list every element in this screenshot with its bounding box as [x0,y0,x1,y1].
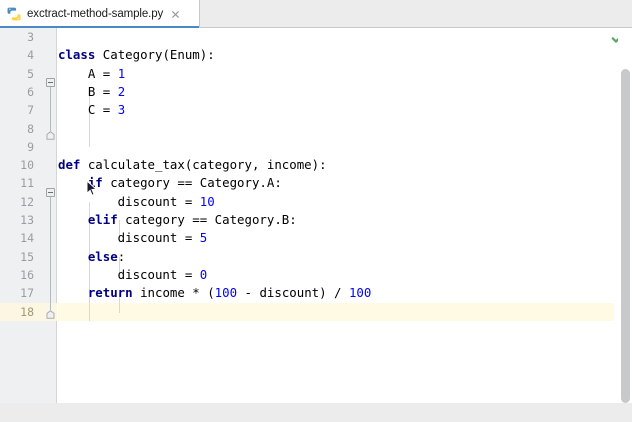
code-line-text: elif category == Category.B: [58,211,297,229]
plain-token: category == Category.A: [102,175,282,191]
line-number: 3 [27,30,34,44]
plain-token: - discount) / [237,285,349,301]
editor-scrollbar-track[interactable] [618,28,632,403]
number-token: 0 [199,266,208,282]
code-line-text: return income * (100 - discount) / 100 [58,284,372,302]
fold-toggle-function[interactable] [46,188,55,197]
plain-token: : [117,248,126,264]
line-number: 12 [20,194,34,209]
code-line[interactable]: 15 else: [0,248,632,266]
fold-region-end-function[interactable] [46,310,55,319]
line-number: 7 [27,103,34,118]
current-line-highlight [58,302,614,321]
fold-toggle-class[interactable] [46,78,55,87]
indent-guide [89,92,90,147]
number-token: 10 [199,193,215,209]
line-number: 16 [20,267,34,282]
plain-token: category == Category.B: [117,212,297,227]
number-token: 2 [117,83,126,99]
plain-token [58,175,88,190]
code-line[interactable]: 11 if category == Category.A: [0,174,632,192]
line-number: 17 [20,286,34,301]
number-token: 3 [117,102,126,118]
keyword-token: return [87,285,133,301]
editor-tab-label: exctract-method-sample.py [27,8,164,20]
editor-scrollbar-thumb[interactable] [621,69,630,403]
number-token: 100 [214,285,238,301]
code-line[interactable]: 12 discount = 10 [0,193,632,211]
number-token: 100 [348,285,372,301]
plain-token: income * ( [132,285,215,301]
number-token: 1 [117,65,126,81]
line-number: 9 [27,139,34,154]
line-number: 10 [20,158,34,173]
code-line[interactable]: 17 return income * (100 - discount) / 10… [0,284,632,302]
line-number: 18 [20,304,34,319]
plain-token [58,212,88,227]
code-line[interactable]: 4 class Category(Enum): [0,46,632,64]
indent-guide [119,257,120,277]
code-line[interactable]: 5 A = 1 [0,65,632,83]
line-number: 5 [27,66,34,81]
plain-token: B = [58,83,118,99]
indent-guide [89,202,90,321]
current-line-gutter-highlight [0,302,57,321]
code-line-text: B = 2 [58,83,125,101]
code-line-text: C = 3 [58,101,125,119]
editor-bottom-strip [0,403,632,422]
fold-region-end-class[interactable] [46,131,55,140]
line-number: 11 [20,176,34,191]
code-line[interactable]: 10 def calculate_tax(category, income): [0,156,632,174]
code-line[interactable]: 9 [0,138,632,156]
number-token: 5 [199,230,208,246]
code-line-text: if category == Category.A: [58,174,282,192]
keyword-token: else [87,248,118,264]
code-line[interactable]: 6 B = 2 [0,83,632,101]
code-line-text: else: [58,248,125,266]
plain-token: C = [58,102,118,118]
code-line[interactable]: 14 discount = 5 [0,229,632,247]
line-number: 15 [20,249,34,264]
plain-token [58,249,88,264]
fold-region-line [50,87,51,131]
fold-region-line [50,197,51,310]
keyword-token: if [87,175,103,191]
plain-token [58,285,88,300]
plain-token: discount = [58,230,200,246]
code-line[interactable]: 3 [0,28,632,46]
code-line[interactable]: 7 C = 3 [0,101,632,119]
code-line[interactable]: 16 discount = 0 [0,266,632,284]
plain-token: discount = [58,266,200,282]
indent-guide [119,293,120,313]
code-line-text: class Category(Enum): [58,46,215,64]
code-line[interactable]: 8 [0,120,632,138]
plain-token: Category(Enum): [95,47,215,63]
code-line[interactable]: 18 [0,303,632,321]
plain-token: calculate_tax(category, income): [80,157,327,173]
editor-tab-bar: exctract-method-sample.py [0,0,632,28]
close-icon[interactable] [169,8,182,21]
line-number: 6 [27,84,34,99]
line-number: 13 [20,213,34,227]
line-number-gutter[interactable] [0,28,45,403]
keyword-token: class [58,47,96,63]
line-number: 8 [27,121,34,136]
code-line[interactable]: 13 elif category == Category.B: [0,211,632,229]
code-line-text: discount = 10 [58,193,215,211]
editor-tab-exctract-method-sample[interactable]: exctract-method-sample.py [0,0,200,28]
line-number: 14 [20,231,34,246]
plain-token: A = [58,65,118,81]
keyword-token: def [58,157,81,173]
python-file-icon [6,6,22,22]
indent-guide [119,220,120,240]
code-line-text: discount = 0 [58,266,208,284]
code-line-text: def calculate_tax(category, income): [58,156,327,174]
line-number: 4 [27,48,34,63]
code-line-text: discount = 5 [58,229,208,247]
keyword-token: elif [87,212,118,227]
code-line-text: A = 1 [58,65,125,83]
plain-token: discount = [58,193,200,209]
